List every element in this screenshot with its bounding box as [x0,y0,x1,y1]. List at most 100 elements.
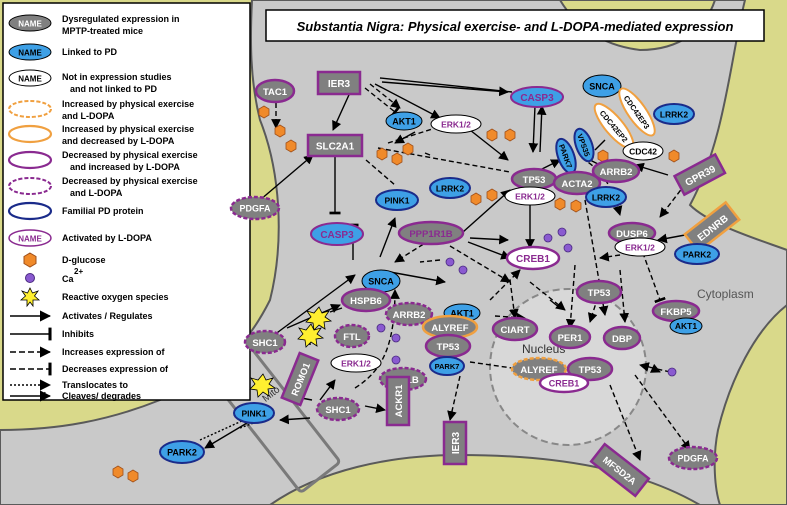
svg-text:SNCA: SNCA [368,277,394,287]
svg-text:TP53: TP53 [588,288,611,299]
node-cdc42[interactable]: CDC42 [622,141,664,161]
node-creb1-nuc[interactable]: CREB1 [538,372,590,394]
node-pdgfa-left[interactable]: PDGFA [229,195,281,221]
node-lrrk2-mid[interactable]: LRRK2 [429,177,471,199]
legend: NAME Dysregulated expression in MPTP-tre… [2,2,251,402]
node-park2-low[interactable]: PARK2 [159,440,205,464]
node-fkbp5[interactable]: FKBP5 [651,299,701,323]
node-lrrk2-r[interactable]: LRRK2 [585,186,627,208]
svg-text:TP53: TP53 [579,365,602,376]
ros-stars [249,306,333,398]
svg-text:Linked to PD: Linked to PD [62,47,118,57]
node-ackr1[interactable]: ACKR1 [385,375,411,427]
node-ppp1r1b[interactable]: PPP1R1B [397,220,465,246]
svg-text:SHC1: SHC1 [252,338,278,349]
svg-text:ERK1/2: ERK1/2 [441,120,471,130]
svg-text:FKBP5: FKBP5 [660,307,692,318]
svg-text:Activated by L-DOPA: Activated by L-DOPA [62,233,152,243]
svg-text:Dysregulated expression in: Dysregulated expression in [62,14,180,24]
svg-text:and L-DOPA: and L-DOPA [70,188,123,198]
node-erk12-mid[interactable]: ERK1/2 [504,186,556,206]
svg-text:CASP3: CASP3 [520,93,554,104]
svg-text:PPP1R1B: PPP1R1B [409,229,452,240]
node-slc2a1[interactable]: SLC2A1 [306,133,364,158]
node-erk12-r[interactable]: ERK1/2 [614,237,666,257]
svg-text:Translocates to: Translocates to [62,380,129,390]
svg-text:NAME: NAME [18,235,42,244]
svg-text:LRRK2: LRRK2 [436,184,465,194]
node-pink1-low[interactable]: PINK1 [233,402,275,424]
svg-text:NAME: NAME [18,20,42,29]
svg-text:Not in expression studies: Not in expression studies [62,72,172,82]
node-pdgfa-right[interactable]: PDGFA [667,445,719,471]
node-acta2[interactable]: ACTA2 [552,170,602,196]
node-shc1-low[interactable]: SHC1 [315,396,361,422]
node-casp3-left[interactable]: CASP3 [310,222,364,246]
svg-text:CREB1: CREB1 [516,254,550,265]
svg-text:Ca: Ca [62,274,74,284]
node-lrrk2-top[interactable]: LRRK2 [653,103,695,125]
svg-text:LRRK2: LRRK2 [660,110,689,120]
svg-text:SNCA: SNCA [589,82,615,92]
svg-text:AKT1: AKT1 [675,321,697,331]
node-tac1[interactable]: TAC1 [254,78,296,104]
svg-text:Decreased by physical exercise: Decreased by physical exercise [62,150,198,160]
svg-text:Activates / Regulates: Activates / Regulates [62,311,153,321]
svg-text:ALYREF: ALYREF [431,323,468,334]
node-tp53-nuc[interactable]: TP53 [566,356,614,382]
svg-text:Increases expression of: Increases expression of [62,347,166,357]
svg-text:PARK7: PARK7 [435,362,460,371]
node-erk12-low[interactable]: ERK1/2 [330,353,382,373]
svg-text:DBP: DBP [612,334,633,345]
node-vps35[interactable]: VPS35 [571,126,598,163]
title-box [265,9,765,42]
svg-text:CREB1: CREB1 [549,379,580,389]
svg-text:ARRB2: ARRB2 [600,167,633,178]
node-creb1-top[interactable]: CREB1 [505,245,561,271]
svg-text:Decreased by physical exercise: Decreased by physical exercise [62,176,198,186]
svg-text:FTL: FTL [343,332,361,343]
svg-text:ERK1/2: ERK1/2 [625,243,655,253]
node-ftl[interactable]: FTL [333,323,371,349]
node-snca-top[interactable]: SNCA [582,74,622,98]
node-per1[interactable]: PER1 [548,324,592,350]
node-ier3-low[interactable]: IER3 [442,420,468,466]
node-ier3-top[interactable]: IER3 [316,70,362,96]
node-akt1-top[interactable]: AKT1 [385,111,423,131]
node-dbp[interactable]: DBP [602,325,642,351]
svg-text:TAC1: TAC1 [263,87,288,98]
svg-text:TP53: TP53 [437,342,460,353]
node-romo1[interactable]: ROMO1 [280,351,320,407]
svg-text:DUSP6: DUSP6 [616,229,648,240]
svg-text:IER3: IER3 [451,431,462,454]
svg-text:PINK1: PINK1 [241,409,266,419]
svg-text:SLC2A1: SLC2A1 [316,142,355,153]
node-ciart[interactable]: CIART [491,316,539,342]
node-tp53-mid[interactable]: TP53 [424,333,472,359]
svg-text:ERK1/2: ERK1/2 [515,192,545,202]
node-erk12-top[interactable]: ERK1/2 [430,114,482,134]
node-tp53-top[interactable]: TP53 [510,167,558,191]
node-tp53-r[interactable]: TP53 [575,279,623,305]
svg-text:ERK1/2: ERK1/2 [341,359,371,369]
svg-text:and not linked to PD: and not linked to PD [70,84,157,94]
node-pink1-mid[interactable]: PINK1 [375,189,419,211]
node-park7-mid[interactable]: PARK7 [429,356,465,376]
svg-text:Familial PD protein: Familial PD protein [62,206,144,216]
svg-text:Increased by physical exercise: Increased by physical exercise [62,124,194,134]
node-shc1-left[interactable]: SHC1 [243,329,287,355]
svg-text:Inhibits: Inhibits [62,329,94,339]
svg-text:AKT1: AKT1 [392,117,416,127]
node-hspb6[interactable]: HSPB6 [340,287,392,313]
tissue-intrusion-right [713,303,787,505]
glucose-molecules [112,105,680,483]
svg-text:TP53: TP53 [523,175,546,186]
node-arrb2-top[interactable]: ARRB2 [591,158,641,184]
svg-text:AKT1: AKT1 [450,309,474,319]
node-akt1-r[interactable]: AKT1 [669,317,703,335]
node-casp3-top[interactable]: CASP3 [510,86,564,108]
node-arrb2-mid[interactable]: ARRB2 [384,301,434,327]
svg-text:CASP3: CASP3 [320,230,354,241]
node-park2-r[interactable]: PARK2 [674,243,720,265]
svg-text:D-glucose: D-glucose [62,255,106,265]
